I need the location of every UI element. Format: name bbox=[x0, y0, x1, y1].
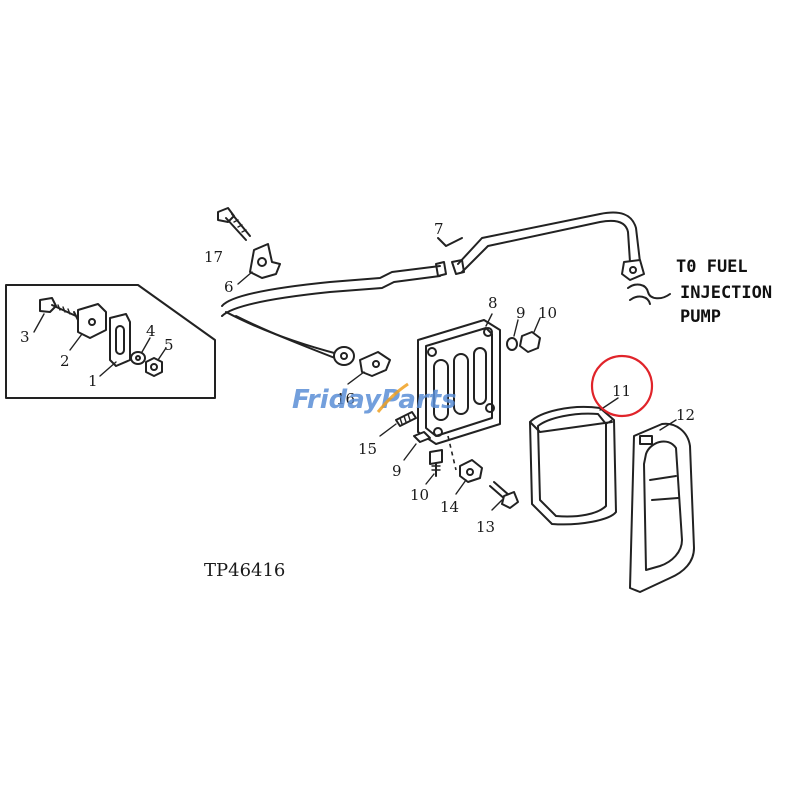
callout-17: 17 bbox=[204, 248, 223, 266]
bolt-3 bbox=[39, 297, 79, 321]
callout-3: 3 bbox=[20, 328, 30, 346]
inset-box bbox=[5, 284, 216, 399]
cover-plate-8 bbox=[417, 313, 501, 471]
clip-6 bbox=[237, 243, 281, 285]
callout-10-bottom: 10 bbox=[410, 486, 429, 504]
destination-line-1: T0 FUEL bbox=[676, 257, 748, 277]
reference-code: TP46416 bbox=[204, 560, 285, 581]
callout-15: 15 bbox=[358, 440, 377, 458]
fitting-14 bbox=[455, 459, 483, 495]
housing-12 bbox=[629, 419, 695, 593]
bolt-13 bbox=[489, 481, 519, 511]
washer-9-top bbox=[506, 319, 519, 351]
callout-14: 14 bbox=[440, 498, 459, 516]
callout-10-top: 10 bbox=[538, 304, 557, 322]
callout-12: 12 bbox=[676, 406, 695, 424]
callout-1: 1 bbox=[88, 372, 98, 390]
callout-11: 11 bbox=[612, 382, 631, 400]
fuel-line-7 bbox=[221, 211, 645, 366]
callout-16: 16 bbox=[336, 390, 355, 408]
highlight-circle bbox=[590, 354, 654, 418]
filter-element-11 bbox=[529, 397, 619, 526]
nut-5 bbox=[145, 357, 163, 377]
strap-1 bbox=[109, 313, 131, 367]
washer-9-bottom bbox=[403, 431, 431, 461]
stud-15 bbox=[379, 411, 417, 437]
clip-2 bbox=[77, 303, 107, 339]
watermark: FridayParts bbox=[292, 385, 457, 415]
callout-9-top: 9 bbox=[516, 304, 526, 322]
destination-line-2: INJECTION bbox=[680, 283, 772, 303]
watermark-part-1: Friday bbox=[292, 385, 382, 415]
callout-2: 2 bbox=[60, 352, 70, 370]
callout-4: 4 bbox=[146, 322, 156, 340]
elbow-fitting-16 bbox=[347, 351, 391, 385]
watermark-swoosh bbox=[376, 382, 409, 413]
callout-7: 7 bbox=[434, 220, 444, 238]
washer-4 bbox=[130, 351, 146, 365]
callout-5: 5 bbox=[164, 336, 174, 354]
callout-9-bottom: 9 bbox=[392, 462, 402, 480]
destination-line-3: PUMP bbox=[680, 307, 721, 327]
watermark-part-2: Parts bbox=[381, 385, 457, 415]
callout-6: 6 bbox=[224, 278, 234, 296]
screw-10-bottom bbox=[425, 449, 443, 485]
bolt-17 bbox=[217, 207, 251, 241]
callout-8: 8 bbox=[488, 294, 498, 312]
callout-13: 13 bbox=[476, 518, 495, 536]
screw-10-top bbox=[519, 317, 541, 353]
pump-arrow bbox=[627, 283, 671, 305]
